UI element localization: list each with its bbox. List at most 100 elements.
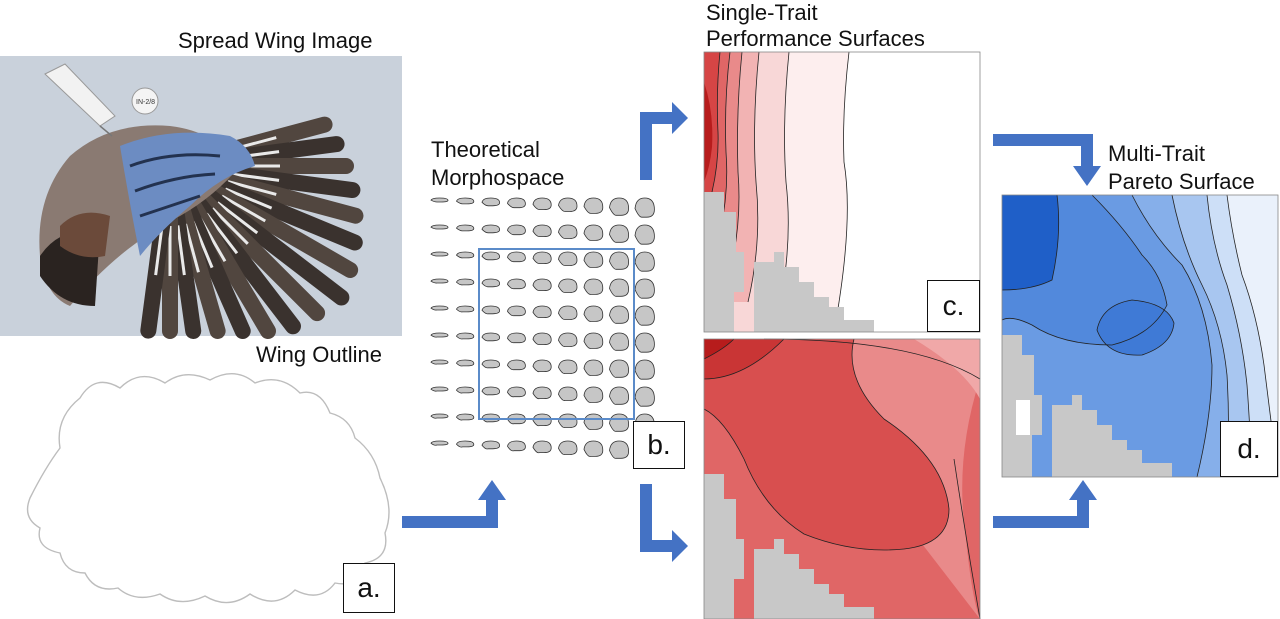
- morphospace-wing-shape: [507, 278, 526, 290]
- morphospace-wing-shape: [507, 359, 526, 371]
- morphospace-wing-shape: [456, 251, 475, 259]
- morphospace-wing-shape: [609, 305, 630, 324]
- feather-white-patch: [229, 172, 280, 182]
- morphospace-wing-shape: [507, 197, 526, 209]
- feather-white-patch: [205, 212, 239, 255]
- morphospace-wing-shape: [558, 440, 578, 456]
- morphospace-wing-shape: [481, 413, 501, 423]
- arrow-icon: [640, 484, 688, 562]
- morphospace-wing-shape: [609, 197, 630, 216]
- morphospace-wing-shape: [583, 305, 604, 322]
- morphospace-wing-shape: [456, 224, 475, 232]
- morphospace-wing-shape: [609, 440, 630, 459]
- morphospace-wing-shape: [583, 440, 604, 457]
- morphospace-wing-shape: [609, 386, 630, 405]
- multi-trait-title-2: Pareto Surface: [1108, 169, 1255, 194]
- morphospace-wing-shape: [456, 305, 475, 313]
- morphospace-wing-shape: [456, 332, 475, 340]
- pareto-surface: [1001, 194, 1279, 478]
- morphospace-wing-shape: [532, 305, 552, 319]
- morphospace-wing-shape: [583, 413, 604, 430]
- morphospace-wing-shape: [634, 197, 655, 218]
- morphospace-wing-shape: [456, 197, 475, 205]
- morphospace-wing-shape: [481, 440, 501, 450]
- morphospace-wing-shape: [558, 251, 578, 266]
- morphospace-wing-shape: [481, 251, 501, 261]
- feather-white-patch: [184, 223, 200, 273]
- morphospace-wing-shape: [430, 440, 449, 446]
- morphospace-wing-shape: [507, 251, 526, 263]
- morphospace-title-1: Theoretical: [431, 137, 540, 162]
- panel-tag-b: b.: [633, 421, 685, 469]
- morphospace-wing-shape: [507, 332, 526, 344]
- morphospace-wing-shape: [481, 359, 501, 369]
- performance-surface-upper: [703, 51, 981, 333]
- morphospace-wing-shape: [583, 332, 604, 349]
- morphospace-wing-shape: [481, 386, 501, 396]
- morphospace-wing-shape: [583, 386, 604, 403]
- feather-white-patch: [211, 207, 249, 245]
- morphospace-wing-shape: [481, 332, 501, 342]
- morphospace-wing-shape: [609, 413, 630, 432]
- morphospace-wing-shape: [430, 251, 449, 257]
- morphospace-wing-shape: [507, 224, 526, 236]
- feather-white-patch: [224, 187, 273, 210]
- arrow-icon: [402, 480, 506, 528]
- feather-white-patch: [227, 180, 277, 196]
- morphospace-wing-shape: [430, 305, 449, 311]
- morphospace-wing-shape: [532, 197, 552, 210]
- morphospace-grid: [430, 197, 655, 461]
- morphospace-title-2: Morphospace: [431, 165, 565, 190]
- feather-white-patch: [216, 201, 259, 235]
- performance-surface-lower: [703, 338, 981, 619]
- photo-tag-text: IN-2/8: [136, 99, 155, 106]
- morphospace-wing-shape: [558, 305, 578, 320]
- single-trait-title-1: Single-Trait: [706, 0, 818, 25]
- morphospace-wing-shape: [558, 278, 578, 293]
- morphospace-wing-shape: [634, 359, 655, 380]
- morphospace-wing-shape: [634, 305, 655, 326]
- wing-outline-icon: [26, 373, 390, 604]
- morphospace-wing-shape: [532, 278, 552, 292]
- morphospace-wing-shape: [583, 224, 604, 241]
- morphospace-wing-shape: [532, 440, 552, 454]
- wing-photo: IN-2/8: [0, 56, 402, 339]
- morphospace-wing-shape: [634, 251, 655, 272]
- morphospace-wing-shape: [430, 413, 449, 419]
- morphospace-wing-shape: [532, 386, 552, 400]
- morphospace-wing-shape: [609, 359, 630, 378]
- morphospace-wing-shape: [609, 278, 630, 297]
- wing-outline-title: Wing Outline: [256, 342, 382, 367]
- morphospace-wing-shape: [507, 305, 526, 317]
- morphospace-wing-shape: [456, 278, 475, 286]
- morphospace-wing-shape: [558, 197, 578, 212]
- arrow-icon: [993, 480, 1097, 528]
- morphospace-wing-shape: [430, 278, 449, 284]
- feather-white-patch: [176, 225, 186, 276]
- spread-wing-title: Spread Wing Image: [178, 28, 373, 53]
- morphospace-wing-shape: [583, 278, 604, 295]
- morphospace-wing-shape: [558, 386, 578, 401]
- morphospace-wing-shape: [456, 413, 475, 421]
- panel-tag-a: a.: [343, 563, 395, 613]
- morphospace-wing-shape: [532, 359, 552, 373]
- morphospace-wing-shape: [634, 332, 655, 353]
- morphospace-wing-shape: [532, 332, 552, 346]
- morphospace-wing-shape: [507, 440, 526, 452]
- morphospace-wing-shape: [430, 197, 449, 203]
- arrow-icon: [640, 102, 688, 180]
- morphospace-wing-shape: [583, 251, 604, 268]
- panel-tag-c: c.: [927, 280, 980, 332]
- morphospace-wing-shape: [532, 224, 552, 237]
- morphospace-wing-shape: [558, 224, 578, 239]
- arrow-icon: [993, 134, 1101, 186]
- morphospace-wing-shape: [481, 197, 501, 207]
- feather-white-patch: [221, 194, 267, 223]
- morphospace-wing-shape: [481, 224, 501, 234]
- multi-trait-title-1: Multi-Trait: [1108, 141, 1205, 166]
- morphospace-wing-shape: [558, 413, 578, 428]
- morphospace-wing-shape: [583, 197, 604, 214]
- morphospace-wing-shape: [430, 332, 449, 338]
- morphospace-wing-shape: [456, 359, 475, 367]
- morphospace-wing-shape: [558, 359, 578, 374]
